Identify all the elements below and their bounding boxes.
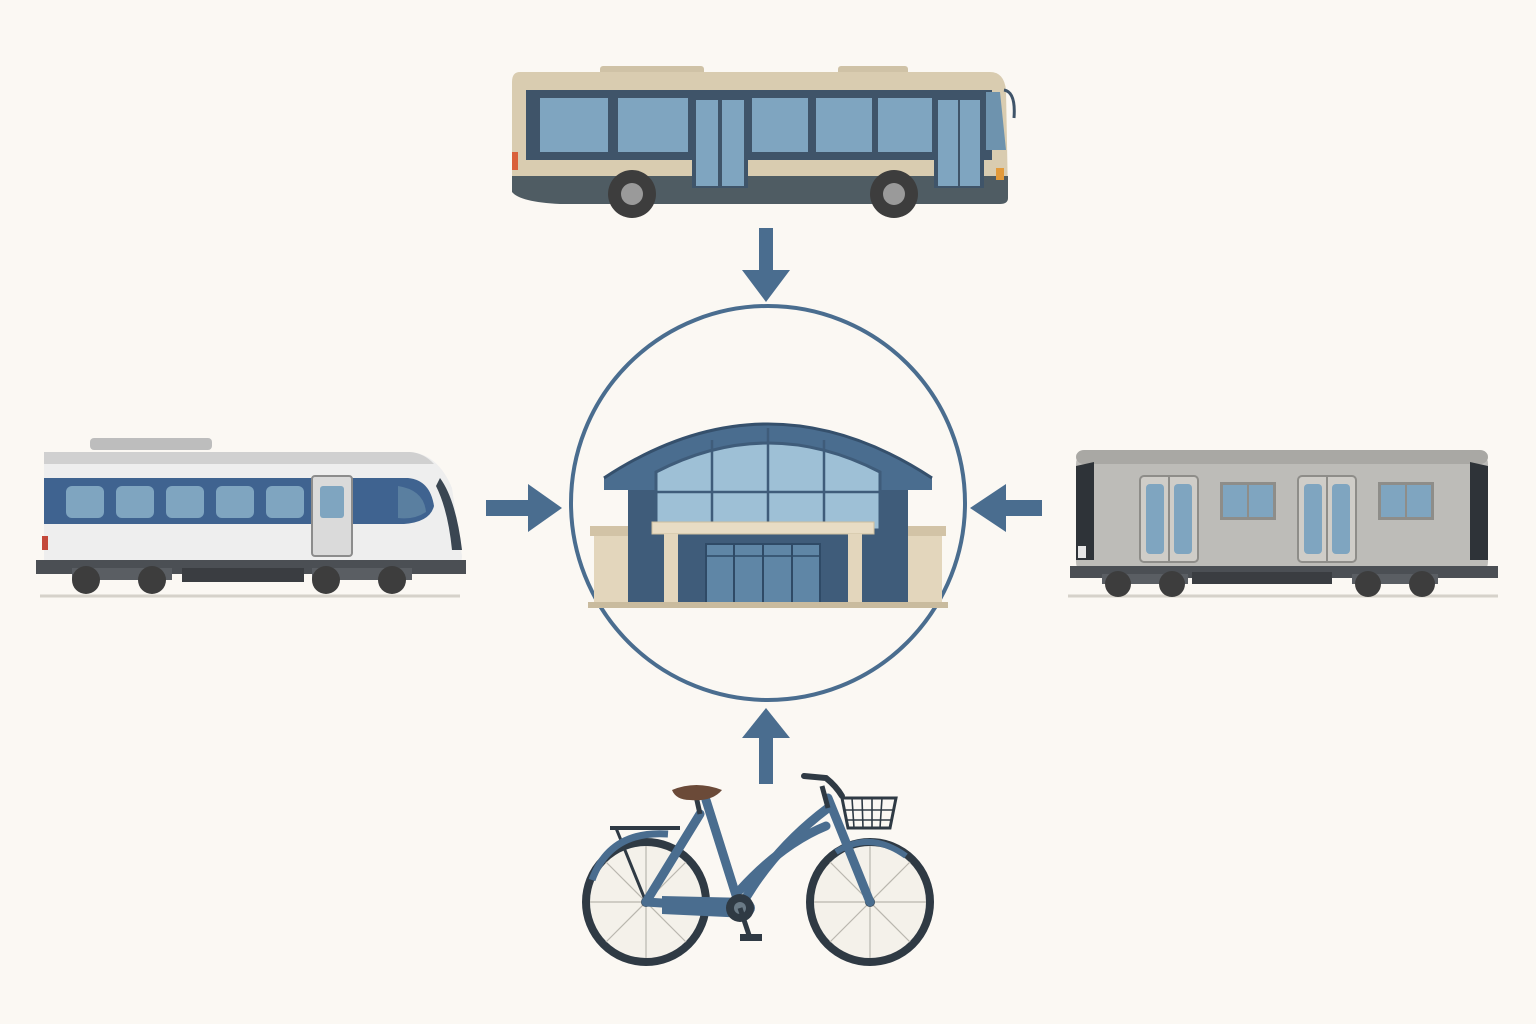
station-building-icon: [588, 422, 948, 608]
bicycle-icon: [582, 773, 934, 966]
arrow-from-bicycle: [742, 708, 790, 784]
bus-icon: [512, 66, 1016, 218]
hub-circle: [569, 304, 967, 702]
subway-car-icon: [1068, 450, 1498, 598]
arrow-from-bus: [742, 228, 790, 302]
arrow-from-train: [486, 484, 562, 532]
train-icon: [36, 438, 466, 598]
arrow-from-subway: [970, 484, 1042, 532]
